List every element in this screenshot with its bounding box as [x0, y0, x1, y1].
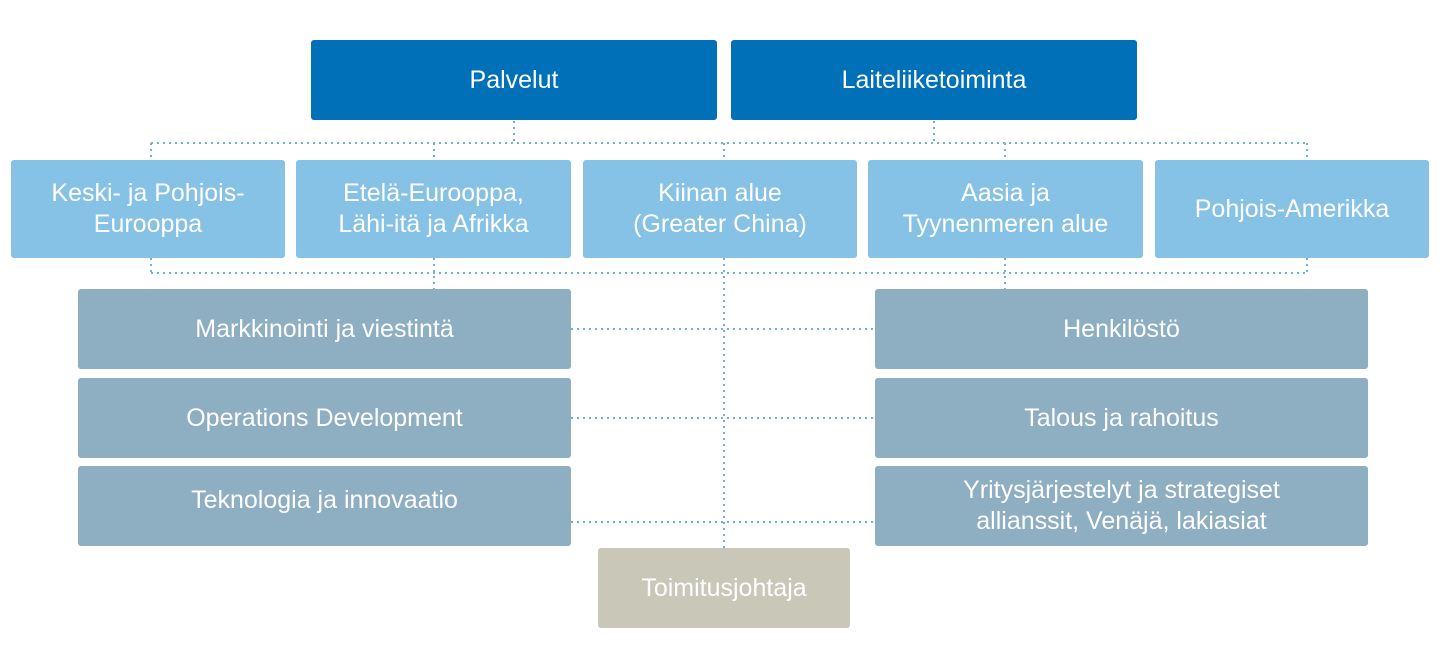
function-label: Teknologia ja innovaatio	[191, 486, 458, 514]
region-keski-pohjois-eurooppa: Keski- ja Pohjois- Eurooppa	[11, 160, 285, 258]
division-label: Palvelut	[469, 65, 559, 94]
region-aasia-tyynenmeren: Aasia ja Tyynenmeren alue	[868, 160, 1143, 258]
region-etela-eurooppa: Etelä-Eurooppa, Lähi-itä ja Afrikka	[296, 160, 571, 258]
region-label: Etelä-Eurooppa, Lähi-itä ja Afrikka	[338, 179, 529, 238]
division-palvelut: Palvelut	[311, 40, 717, 120]
ceo-label: Toimitusjohtaja	[641, 573, 807, 602]
function-teknologia: Teknologia ja innovaatio	[78, 466, 571, 546]
region-label: Kiinan alue (Greater China)	[633, 179, 807, 238]
function-yritysjarjestelyt: Yritysjärjestelyt ja strategiset allians…	[875, 466, 1368, 546]
division-laiteliiketoiminta: Laiteliiketoiminta	[731, 40, 1137, 120]
region-label: Pohjois-Amerikka	[1194, 194, 1390, 223]
function-label: Operations Development	[186, 403, 463, 432]
region-pohjois-amerikka: Pohjois-Amerikka	[1155, 160, 1429, 258]
function-label: Yritysjärjestelyt ja strategiset allians…	[963, 476, 1280, 535]
function-label: Henkilöstö	[1063, 314, 1180, 343]
function-talous: Talous ja rahoitus	[875, 378, 1368, 458]
division-label: Laiteliiketoiminta	[841, 65, 1027, 94]
function-label: Talous ja rahoitus	[1024, 403, 1219, 432]
region-label: Aasia ja Tyynenmeren alue	[902, 179, 1109, 238]
ceo-box: Toimitusjohtaja	[598, 548, 850, 628]
region-label: Keski- ja Pohjois- Eurooppa	[51, 179, 245, 238]
function-operations-development: Operations Development	[78, 378, 571, 458]
function-label: Markkinointi ja viestintä	[195, 314, 454, 343]
function-markkinointi: Markkinointi ja viestintä	[78, 289, 571, 369]
function-henkilosto: Henkilöstö	[875, 289, 1368, 369]
region-kiinan-alue: Kiinan alue (Greater China)	[583, 160, 857, 258]
